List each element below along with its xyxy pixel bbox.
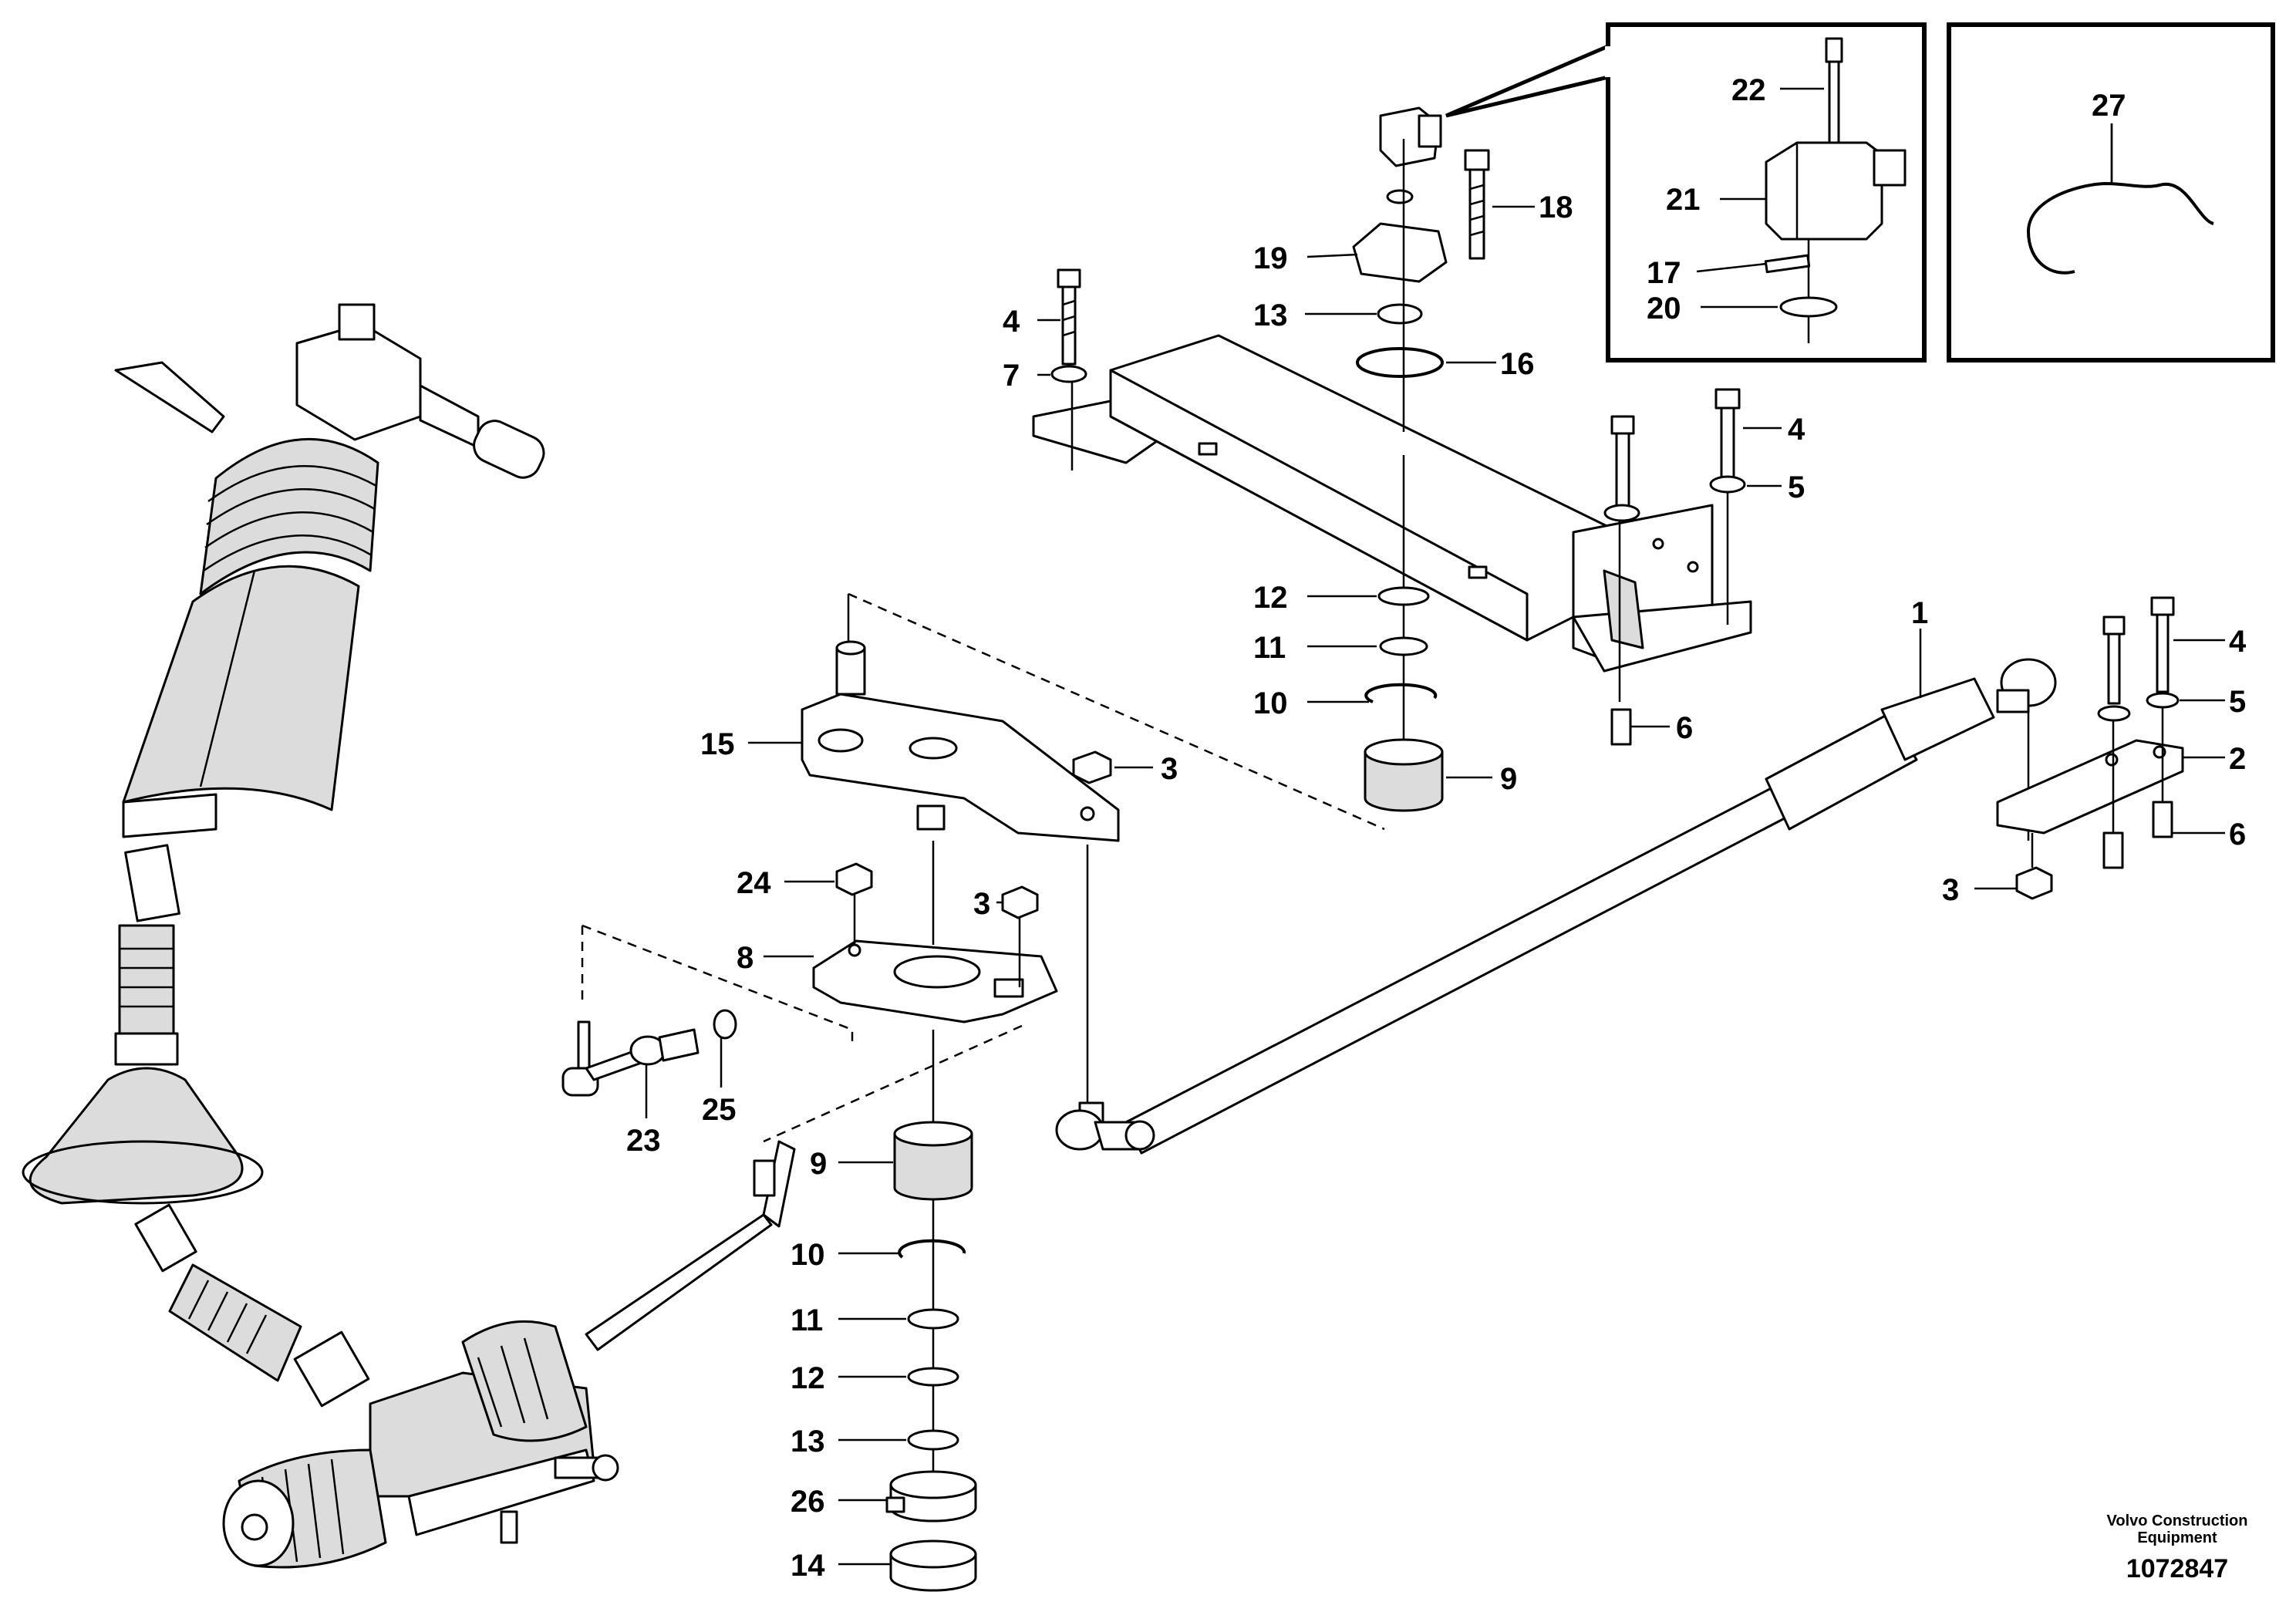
callout-18: 18 xyxy=(1539,191,1573,224)
document-number: 1072847 xyxy=(2126,1554,2228,1583)
credit-line-2: Equipment xyxy=(2137,1529,2217,1546)
callout-10-top: 10 xyxy=(1253,686,1288,720)
upper-pivot-stack xyxy=(1352,106,1490,812)
inset-sensor-detail xyxy=(1445,22,1927,363)
callout-15: 15 xyxy=(700,727,735,761)
callout-3-arm: 3 xyxy=(1161,752,1178,786)
callout-22: 22 xyxy=(1731,73,1766,107)
callout-23: 23 xyxy=(626,1124,661,1158)
bearing-plate xyxy=(812,841,1058,1023)
callout-1: 1 xyxy=(1911,596,1928,630)
callout-14: 14 xyxy=(791,1549,825,1583)
dashed-guides xyxy=(581,592,1385,1143)
callout-26: 26 xyxy=(791,1485,825,1519)
callout-10-bottom: 10 xyxy=(791,1238,825,1272)
callout-12-top: 12 xyxy=(1253,581,1288,615)
callout-20: 20 xyxy=(1647,292,1681,325)
steering-arm xyxy=(801,594,1120,1103)
tie-rod xyxy=(1055,658,2057,1155)
bolt-washer-left xyxy=(1050,268,1087,470)
callout-13-bottom: 13 xyxy=(791,1425,825,1458)
callout-11-bottom: 11 xyxy=(791,1303,823,1337)
ball-joint xyxy=(561,1009,737,1118)
inset-wire-detail xyxy=(1947,22,2275,363)
credit-line-1: Volvo Construction xyxy=(2107,1512,2248,1529)
bellows-ribs xyxy=(203,465,377,572)
callout-4-mid: 4 xyxy=(1788,413,1805,447)
callout-17: 17 xyxy=(1647,256,1681,290)
callout-12-bottom: 12 xyxy=(791,1361,825,1395)
right-plate xyxy=(1996,596,2184,900)
callout-9-top: 9 xyxy=(1500,762,1517,796)
leader-lines xyxy=(748,87,2225,1566)
mounting-bracket xyxy=(1032,334,1752,673)
steering-column-assembly xyxy=(22,303,796,1569)
callout-25: 25 xyxy=(702,1093,737,1127)
callout-5-mid: 5 xyxy=(1788,470,1805,504)
lower-pivot-stack xyxy=(885,1030,977,1592)
callout-13-top: 13 xyxy=(1253,298,1288,332)
callout-21: 21 xyxy=(1666,183,1701,217)
callout-4-right: 4 xyxy=(2229,625,2247,659)
callout-24: 24 xyxy=(737,866,771,900)
callout-3-plate: 3 xyxy=(973,887,990,921)
callout-5-right: 5 xyxy=(2229,685,2246,719)
callout-19: 19 xyxy=(1253,241,1288,275)
callout-labels: 22 21 17 20 27 18 19 13 16 4 7 4 5 6 12 … xyxy=(626,73,2247,1583)
callout-16: 16 xyxy=(1500,347,1535,381)
callout-7: 7 xyxy=(1003,359,1020,393)
bolts-bracket-right xyxy=(1603,388,1746,746)
callout-6-right: 6 xyxy=(2229,818,2246,851)
callout-2: 2 xyxy=(2229,742,2246,776)
callout-8: 8 xyxy=(737,941,754,975)
footer: Volvo Construction Equipment 1072847 xyxy=(2107,1512,2248,1583)
callout-4-left: 4 xyxy=(1003,305,1020,339)
callout-3-right: 3 xyxy=(1942,873,1959,907)
callout-11-top: 11 xyxy=(1253,631,1286,665)
callout-9-bottom: 9 xyxy=(810,1147,827,1181)
callout-27: 27 xyxy=(2092,89,2126,123)
callout-6-mid: 6 xyxy=(1676,711,1693,745)
